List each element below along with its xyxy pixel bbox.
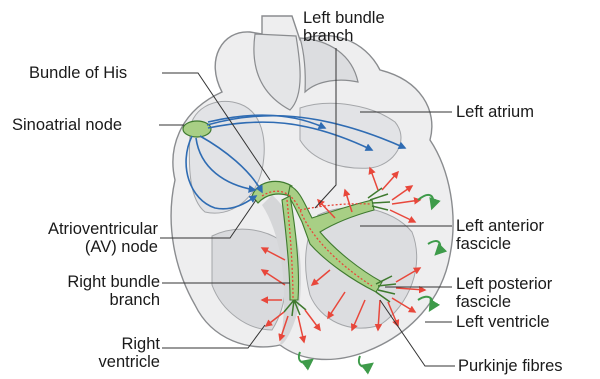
- label-bundle-of-his: Bundle of His: [29, 64, 127, 82]
- label-left-posterior-fascicle-line1: Left posterior: [456, 275, 552, 293]
- label-left-bundle-branch-line1: Left bundle: [303, 9, 385, 27]
- sinoatrial-node-shape: [183, 121, 211, 137]
- label-left-anterior-fascicle-line1: Left anterior: [456, 217, 544, 235]
- label-left-bundle-branch-line2: branch: [303, 27, 385, 45]
- label-av-node-line1: Atrioventricular: [14, 220, 158, 238]
- label-right-bundle-branch-line1: Right bundle: [14, 273, 160, 291]
- label-atrioventricular-node: Atrioventricular (AV) node: [14, 220, 158, 256]
- label-av-node-line2: (AV) node: [14, 238, 158, 256]
- label-left-atrium-text: Left atrium: [456, 103, 534, 121]
- label-left-posterior-fascicle-line2: fascicle: [456, 293, 552, 311]
- label-left-anterior-fascicle: Left anterior fascicle: [456, 217, 544, 253]
- label-purkinje-fibres: Purkinje fibres: [458, 357, 563, 375]
- label-left-atrium: Left atrium: [456, 103, 534, 121]
- label-left-bundle-branch: Left bundle branch: [303, 9, 385, 45]
- label-right-ventricle-line1: Right: [40, 335, 160, 353]
- label-left-ventricle-text: Left ventricle: [456, 313, 550, 331]
- label-bundle-of-his-text: Bundle of His: [29, 64, 127, 82]
- label-purkinje-fibres-text: Purkinje fibres: [458, 357, 563, 375]
- label-left-posterior-fascicle: Left posterior fascicle: [456, 275, 552, 311]
- label-right-ventricle-line2: ventricle: [40, 353, 160, 371]
- label-left-ventricle: Left ventricle: [456, 313, 550, 331]
- label-sinoatrial-node: Sinoatrial node: [12, 116, 122, 134]
- label-sinoatrial-node-text: Sinoatrial node: [12, 116, 122, 134]
- label-right-ventricle: Right ventricle: [40, 335, 160, 371]
- label-right-bundle-branch-line2: branch: [14, 291, 160, 309]
- label-right-bundle-branch: Right bundle branch: [14, 273, 160, 309]
- label-left-anterior-fascicle-line2: fascicle: [456, 235, 544, 253]
